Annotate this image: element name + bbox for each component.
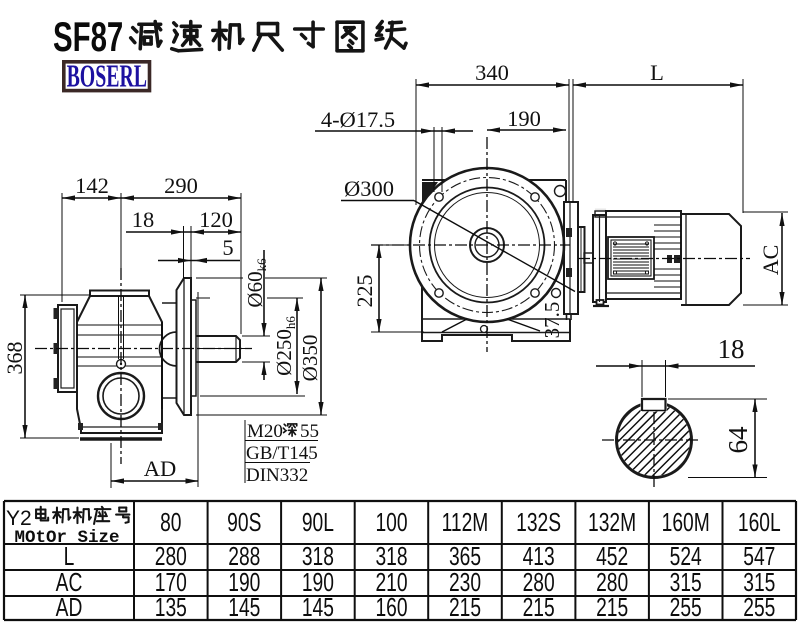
svg-text:190: 190 — [302, 567, 334, 597]
svg-text:18: 18 — [718, 334, 745, 364]
svg-text:L: L — [650, 60, 664, 85]
svg-text:255: 255 — [670, 592, 702, 622]
svg-text:132S: 132S — [516, 507, 561, 537]
svg-text:215: 215 — [596, 592, 628, 622]
svg-text:135: 135 — [155, 592, 187, 622]
svg-text:365: 365 — [449, 541, 481, 571]
svg-text:280: 280 — [155, 541, 187, 571]
svg-text:120: 120 — [199, 207, 233, 232]
svg-text:132M: 132M — [588, 507, 636, 537]
svg-text:160: 160 — [375, 592, 407, 622]
svg-text:170: 170 — [155, 567, 187, 597]
svg-text:BOSERL: BOSERL — [67, 59, 147, 94]
svg-text:M20: M20 — [247, 421, 283, 442]
svg-text:80: 80 — [160, 507, 181, 537]
svg-text:318: 318 — [302, 541, 334, 571]
svg-text:524: 524 — [670, 541, 702, 571]
svg-text:230: 230 — [449, 567, 481, 597]
svg-text:452: 452 — [596, 541, 628, 571]
svg-text:340: 340 — [475, 60, 509, 85]
svg-text:Ø300: Ø300 — [344, 176, 394, 201]
svg-text:215: 215 — [449, 592, 481, 622]
svg-text:4-Ø17.5: 4-Ø17.5 — [321, 107, 395, 132]
svg-text:145: 145 — [228, 592, 260, 622]
svg-text:280: 280 — [523, 567, 555, 597]
svg-text:145: 145 — [302, 592, 334, 622]
svg-text:5: 5 — [222, 235, 233, 260]
svg-text:210: 210 — [375, 567, 407, 597]
svg-text:318: 318 — [375, 541, 407, 571]
svg-text:Ø350: Ø350 — [298, 335, 322, 382]
svg-text:225: 225 — [352, 275, 377, 308]
svg-text:90S: 90S — [227, 507, 261, 537]
svg-text:37.5: 37.5 — [540, 302, 564, 339]
svg-text:547: 547 — [743, 541, 775, 571]
svg-text:SF87: SF87 — [53, 13, 123, 61]
svg-text:112M: 112M — [442, 507, 489, 537]
svg-text:368: 368 — [2, 342, 27, 375]
svg-text:315: 315 — [670, 567, 702, 597]
svg-text:L: L — [64, 541, 75, 571]
svg-text:190: 190 — [507, 106, 541, 131]
svg-text:GB/T145: GB/T145 — [246, 443, 318, 464]
svg-text:100: 100 — [375, 507, 407, 537]
svg-text:AC: AC — [758, 245, 783, 276]
svg-text:90L: 90L — [302, 507, 334, 537]
svg-text:280: 280 — [596, 567, 628, 597]
svg-text:160L: 160L — [738, 507, 781, 537]
svg-text:Y2: Y2 — [6, 507, 32, 530]
svg-text:288: 288 — [228, 541, 260, 571]
svg-text:55: 55 — [300, 421, 319, 442]
svg-text:Ø60k6: Ø60k6 — [243, 258, 269, 308]
svg-text:18: 18 — [132, 207, 155, 232]
svg-text:315: 315 — [743, 567, 775, 597]
svg-text:142: 142 — [75, 173, 109, 198]
svg-text:Ø250h6: Ø250h6 — [272, 316, 298, 376]
svg-text:64: 64 — [723, 426, 753, 454]
svg-text:AD: AD — [56, 592, 83, 622]
svg-text:255: 255 — [743, 592, 775, 622]
svg-text:DIN332: DIN332 — [246, 465, 308, 486]
svg-text:413: 413 — [523, 541, 555, 571]
svg-text:290: 290 — [164, 173, 198, 198]
svg-text:AC: AC — [56, 567, 83, 597]
svg-text:215: 215 — [523, 592, 555, 622]
svg-text:160M: 160M — [662, 507, 710, 537]
svg-text:AD: AD — [144, 456, 177, 481]
svg-text:190: 190 — [228, 567, 260, 597]
svg-text:MOtOr Size: MOtOr Size — [14, 528, 119, 548]
